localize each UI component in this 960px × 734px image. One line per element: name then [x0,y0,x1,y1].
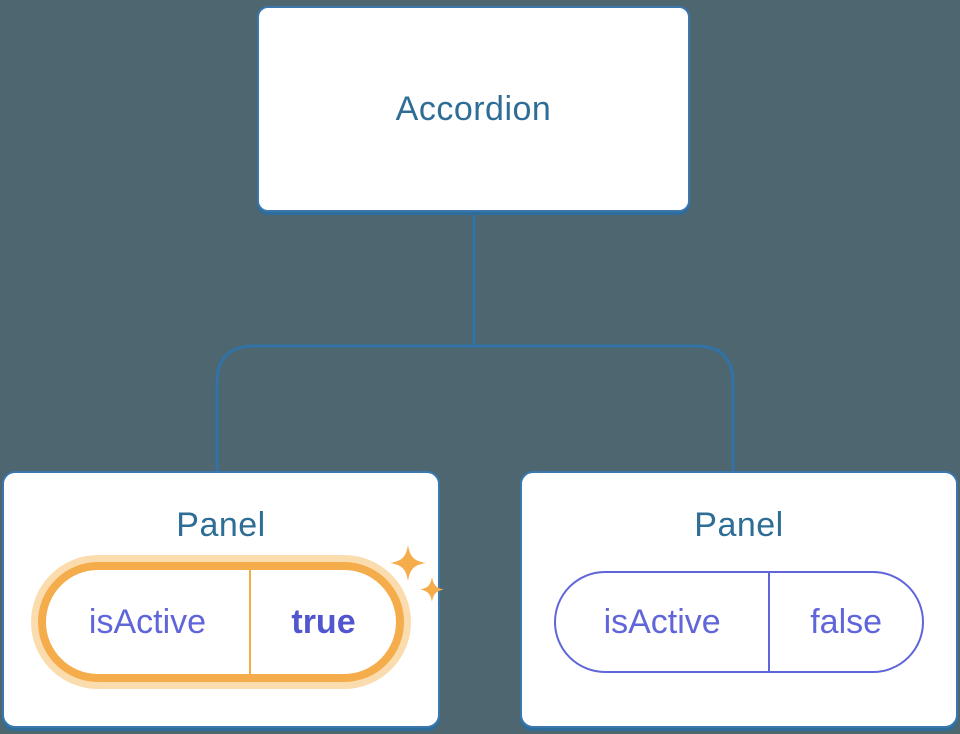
panel-node-inactive: Panel isActive false [520,471,958,728]
panel-active-label: Panel [176,506,266,544]
prop-value-text: false [810,602,883,641]
pill-divider [768,573,771,671]
prop-value-text: true [291,602,356,641]
prop-name-text: isActive [603,602,721,641]
accordion-node-label: Accordion [395,89,552,128]
panel-node-active: Panel isActive true [2,471,444,728]
prop-name-cell: isActive [46,570,249,674]
prop-value-cell: false [770,573,922,671]
pill-divider [249,570,251,674]
active-prop-pill: isActive true [38,562,404,682]
prop-name-text: isActive [88,602,207,641]
inactive-prop-pill: isActive false [554,571,924,673]
active-prop-pill-glow: isActive true [31,555,411,689]
panel-inactive-prop-area: isActive false [554,549,924,695]
panel-active-prop-area: isActive true [31,549,411,695]
panel-inactive-label: Panel [694,506,784,544]
prop-name-cell: isActive [556,573,768,671]
prop-value-cell: true [251,570,396,674]
accordion-node: Accordion [257,6,690,212]
